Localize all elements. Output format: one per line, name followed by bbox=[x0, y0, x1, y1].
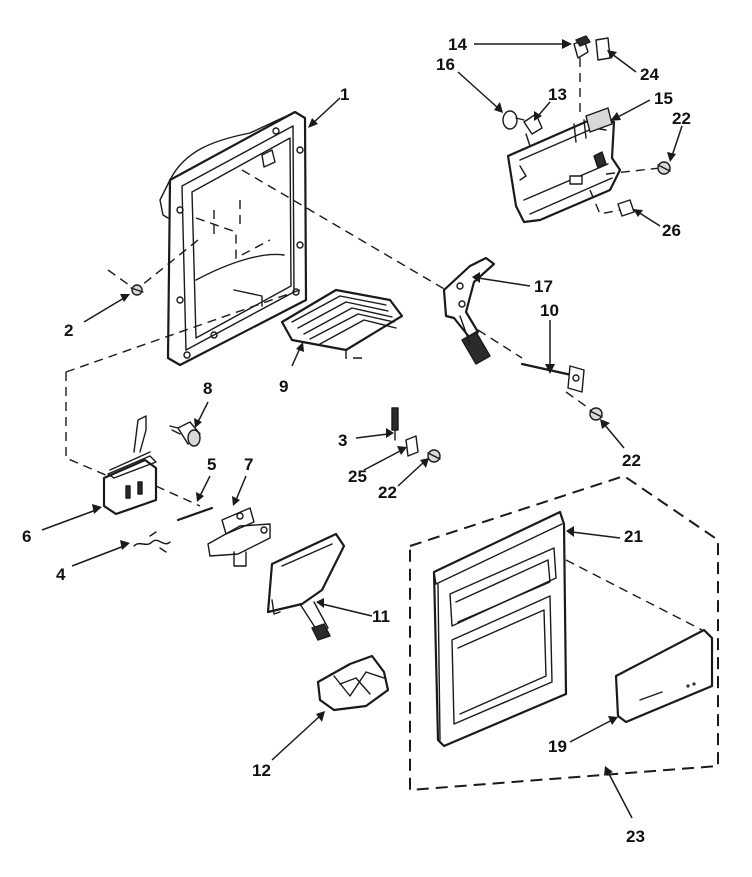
part-3-sensor bbox=[391, 407, 399, 441]
part-26-clip bbox=[589, 189, 635, 217]
part-12-ice-chute bbox=[316, 654, 390, 712]
callout-leaders bbox=[41, 39, 683, 819]
callout-22-lower: 22 bbox=[622, 451, 641, 470]
part-23-door-outline bbox=[409, 474, 719, 792]
part-7-hinge-bracket bbox=[207, 507, 271, 567]
part-2-screw bbox=[107, 239, 199, 296]
part-9-drip-tray bbox=[280, 288, 404, 359]
part-8-solenoid-plug bbox=[169, 421, 201, 447]
callout-14: 14 bbox=[448, 35, 467, 54]
callout-19: 19 bbox=[548, 737, 567, 756]
part-13-socket bbox=[523, 113, 543, 147]
callout-24: 24 bbox=[640, 65, 659, 84]
callout-23: 23 bbox=[626, 827, 645, 846]
part-11-actuator-lever bbox=[266, 532, 346, 641]
callout-17: 17 bbox=[534, 277, 553, 296]
callout-labels: 1 2 3 4 5 6 7 8 9 10 11 12 13 14 15 16 1… bbox=[22, 35, 691, 846]
callout-6: 6 bbox=[22, 527, 31, 546]
part-5-rod bbox=[176, 506, 214, 522]
callout-25: 25 bbox=[348, 467, 367, 486]
callout-8: 8 bbox=[203, 379, 212, 398]
callout-7: 7 bbox=[244, 455, 253, 474]
part-17-lever bbox=[241, 169, 496, 365]
part-1-housing-frame bbox=[159, 110, 308, 367]
part-6-switch-module bbox=[65, 289, 301, 516]
part-21-door-panel bbox=[432, 510, 703, 748]
part-10-shaft bbox=[477, 329, 585, 393]
callout-13: 13 bbox=[548, 85, 567, 104]
part-16-bulb bbox=[502, 110, 525, 130]
callout-2: 2 bbox=[64, 321, 73, 340]
part-22-screw-lower bbox=[565, 391, 603, 421]
part-14-bulb-socket bbox=[573, 35, 591, 112]
part-4-spring bbox=[133, 531, 171, 553]
part-22-screw-middle bbox=[427, 449, 441, 463]
callout-22-middle: 22 bbox=[378, 483, 397, 502]
callout-15: 15 bbox=[654, 89, 673, 108]
part-22-screw-upper bbox=[605, 161, 671, 175]
part-25-clip bbox=[405, 435, 419, 457]
callout-1: 1 bbox=[340, 85, 349, 104]
part-19-label-plate bbox=[614, 628, 714, 724]
callout-22-upper: 22 bbox=[672, 109, 691, 128]
callout-9: 9 bbox=[279, 377, 288, 396]
callout-16: 16 bbox=[436, 55, 455, 74]
callout-10: 10 bbox=[540, 301, 559, 320]
callout-3: 3 bbox=[338, 431, 347, 450]
callout-21: 21 bbox=[624, 527, 643, 546]
callout-26: 26 bbox=[662, 221, 681, 240]
housing-guide-lines bbox=[195, 200, 271, 260]
callout-5: 5 bbox=[207, 455, 216, 474]
callout-11: 11 bbox=[372, 607, 390, 626]
part-24-cover bbox=[595, 37, 611, 61]
callout-12: 12 bbox=[252, 761, 271, 780]
part-15-dispenser-housing bbox=[506, 107, 622, 224]
callout-4: 4 bbox=[56, 565, 66, 584]
